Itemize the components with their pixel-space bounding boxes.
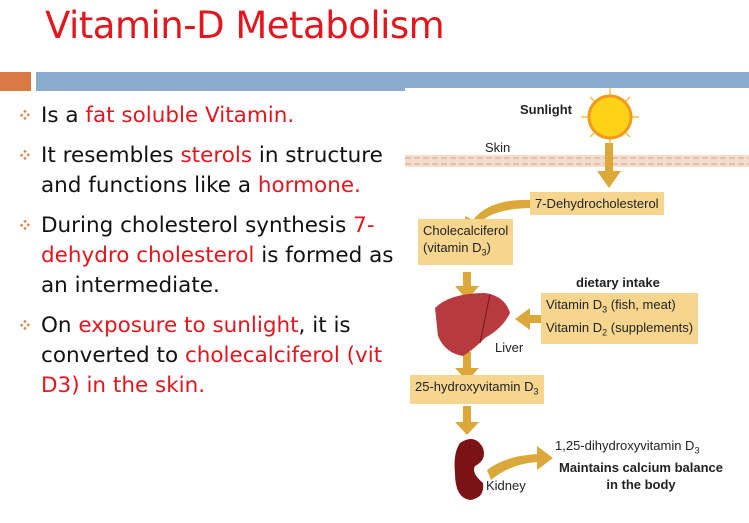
arrow-liver-to-hydroxy (463, 352, 471, 370)
hydroxyvitamin-box: 25-hydroxyvitamin D3 (410, 375, 544, 404)
sun-icon (581, 88, 639, 146)
diet-d2-source: (supplements) (607, 319, 694, 335)
vitamin-d-diagram: Sunlight Skin 7-Dehydrocholesterol Chole… (405, 88, 749, 523)
diamond-bullet-icon (20, 110, 30, 120)
arrow-hydroxy-to-kidney (463, 406, 471, 424)
kidney-icon (454, 439, 484, 500)
dietary-intake-label: dietary intake (576, 275, 660, 290)
dihydroxyvitamin-label: 1,25-dihydroxyvitamin D3 (555, 438, 699, 456)
arrow-kidney-to-dihydroxy (487, 446, 553, 480)
dihydroxy-text: 1,25-dihydroxyvitamin D (555, 438, 695, 453)
skin-label: Skin (485, 140, 511, 155)
highlighted-text: 7-dehydro cholesterol (41, 213, 375, 268)
highlighted-text: exposure to sunlight (78, 313, 299, 338)
cholecalciferol-label: Cholecalciferol (423, 223, 509, 238)
diamond-bullet-icon (20, 220, 30, 230)
diet-d3: Vitamin D (546, 297, 603, 312)
diamond-bullet-icon (20, 150, 30, 160)
highlighted-text: cholecalciferol (vit D3) in the skin. (41, 343, 383, 398)
bullet-text: It resembles (41, 143, 181, 168)
bullet-text: is formed as an intermediate. (41, 243, 394, 298)
diet-d3-source: (fish, meat) (607, 297, 676, 312)
diagram-graphics (405, 88, 749, 500)
slide-title: Vitamin-D Metabolism (45, 4, 445, 47)
arrow-sun-to-dehydro (605, 143, 613, 171)
bullet-item: It resembles sterols in structure and fu… (20, 141, 395, 201)
maintains-line-2: in the body (606, 477, 676, 492)
paren: ) (486, 240, 491, 255)
hydroxyvitamin-label: 25-hydroxyvitamin D (415, 379, 534, 394)
arrow-chole-to-liver (463, 272, 471, 288)
bullet-text: On (41, 313, 79, 338)
skin-layer (405, 155, 749, 167)
liver-label: Liver (495, 340, 524, 355)
bullet-text: , it is converted to (41, 313, 351, 368)
highlighted-text: hormone. (257, 173, 361, 198)
bullet-item: On exposure to sunlight, it is converted… (20, 311, 395, 401)
kidney-label: Kidney (486, 478, 526, 493)
blue-accent-bar (36, 72, 749, 91)
calcium-balance-label: Maintains calcium balance in the body (546, 459, 736, 493)
subscript: 3 (481, 247, 487, 258)
highlighted-text: fat soluble Vitamin. (85, 103, 295, 128)
bullet-list: Is a fat soluble Vitamin. It resembles st… (20, 101, 395, 411)
subscript: 3 (602, 304, 608, 315)
vitamin-d3-label: (vitamin D (423, 240, 482, 255)
cholecalciferol-box: Cholecalciferol (vitamin D3) (418, 219, 514, 265)
highlighted-text: sterols (180, 143, 253, 168)
subscript: 3 (694, 445, 700, 456)
maintains-line-1: Maintains calcium balance (558, 460, 723, 475)
dehydrocholesterol-box: 7-Dehydrocholesterol (530, 192, 664, 215)
diet-d2: Vitamin D (546, 319, 603, 335)
subscript: 2 (602, 327, 608, 338)
bullet-item: Is a fat soluble Vitamin. (20, 101, 395, 131)
bullet-text: in structure and functions like a (41, 143, 383, 198)
liver-icon (435, 293, 510, 356)
subscript: 3 (533, 386, 539, 397)
orange-accent-bar (0, 72, 31, 91)
sunlight-label: Sunlight (520, 102, 572, 117)
bullet-item: During cholesterol synthesis 7-dehydro c… (20, 211, 395, 301)
dietary-sources-box: Vitamin D3 (fish, meat) Vitamin D2 (supp… (541, 293, 699, 345)
arrow-diet-to-liver (530, 315, 548, 323)
bullet-text: During cholesterol synthesis (41, 213, 354, 238)
diamond-bullet-icon (20, 320, 30, 330)
bullet-text: Is a (41, 103, 86, 128)
